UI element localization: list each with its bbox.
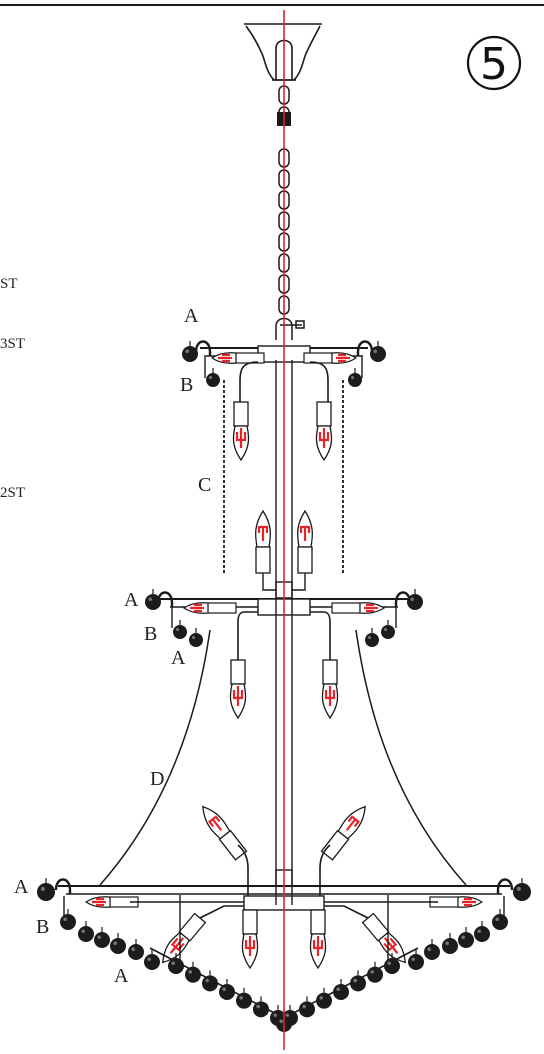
label-tier2-a2: A	[171, 647, 186, 669]
crystal-drop	[370, 341, 386, 362]
crystal-drop	[236, 987, 252, 1009]
partial-label-3: 2ST	[0, 485, 25, 501]
candle-bulb-side	[429, 896, 484, 908]
step-badge: 5	[466, 35, 522, 91]
label-chain-c: C	[198, 474, 211, 496]
tier1-bent-arms	[239, 361, 329, 402]
crystal-drop	[333, 979, 349, 1000]
crystal-drop	[350, 970, 366, 992]
tier3-angled-bulb-right	[320, 805, 366, 861]
crystal-drop	[185, 961, 201, 983]
crystal-drop	[381, 620, 395, 639]
candle-bulb-down	[361, 912, 407, 964]
hook-arm	[54, 878, 72, 894]
tier2-bent-arms	[237, 611, 331, 660]
crystal-drop	[110, 933, 126, 954]
tier3-lower-bulb-right	[361, 912, 407, 964]
label-tier1-a: A	[184, 305, 199, 327]
crystal-drop	[513, 878, 531, 901]
crystal-drop	[474, 921, 490, 942]
strand-d	[99, 629, 467, 886]
crystal-drop	[168, 953, 184, 974]
crystal-drop	[37, 878, 55, 901]
partial-label-2: 3ST	[0, 336, 25, 352]
candle-bulb-side	[303, 352, 358, 364]
crystal-drop	[407, 589, 423, 610]
crystal-drop	[78, 921, 94, 942]
crystal-drop	[492, 909, 508, 930]
drop-chain-c	[223, 380, 344, 575]
tier3-drop-rods	[63, 895, 505, 960]
candle-bulb-side	[331, 602, 386, 614]
candle-bulb	[202, 805, 248, 861]
candle-bulb	[296, 509, 314, 574]
crystal-drop	[408, 949, 424, 970]
center-tube	[275, 360, 293, 905]
ceiling-canopy	[244, 23, 322, 81]
label-strand-d: D	[150, 768, 164, 790]
crystal-drop	[182, 341, 198, 362]
tier2-upright-arms	[262, 573, 306, 591]
candle-bulb-down	[161, 912, 207, 964]
crystal-drop	[219, 979, 235, 1000]
crystal-drop	[316, 987, 332, 1009]
crystal-drop	[60, 909, 76, 930]
crystal-drop	[348, 368, 362, 387]
step-number: 5	[480, 39, 508, 90]
tier1-drop-rods	[204, 355, 363, 378]
partial-label-1: ST	[0, 276, 18, 292]
crystal-drop	[144, 949, 160, 970]
hook-arm	[356, 340, 374, 356]
chain-hook	[275, 317, 305, 340]
crystal-drop	[365, 628, 379, 647]
crystal-drop	[458, 927, 474, 948]
tier3-lower-bulb-left	[161, 912, 207, 964]
candle-bulb-down	[232, 401, 250, 462]
crystal-drop	[299, 996, 315, 1018]
crystal-drop	[253, 996, 269, 1018]
crystal-drop	[384, 953, 400, 974]
label-tier3-a2: A	[114, 965, 129, 987]
candle-bulb-down	[229, 659, 247, 720]
candle-bulb-down	[309, 909, 327, 970]
candle-bulb-down	[321, 659, 339, 720]
hook-arm	[194, 340, 212, 356]
label-tier1-b: B	[180, 374, 193, 396]
crystal-drop	[189, 628, 203, 647]
label-tier3-b: B	[36, 916, 49, 938]
crystal-drop	[367, 961, 383, 983]
label-tier2-a: A	[124, 589, 139, 611]
crystal-drop	[206, 368, 220, 387]
tier3-diagonal-arms	[199, 905, 369, 919]
crystal-drop	[173, 620, 187, 639]
candle-bulb-down	[315, 401, 333, 462]
hook-arm	[496, 878, 514, 894]
tier3-angled-bulb-left	[202, 805, 248, 861]
crystal-drop	[424, 939, 440, 960]
crystal-drop	[128, 939, 144, 960]
crystal-drop	[145, 589, 161, 610]
crystal-drop	[442, 933, 458, 954]
candle-bulb	[254, 509, 272, 574]
candle-bulb-side	[84, 896, 139, 908]
label-tier3-a: A	[14, 876, 29, 898]
tier2-drop-rods	[171, 606, 397, 628]
candle-bulb-side	[182, 602, 237, 614]
crystal-drop	[202, 970, 218, 992]
candle-bulb	[320, 805, 366, 861]
label-tier2-b: B	[144, 623, 157, 645]
candle-bulb-down	[241, 909, 259, 970]
crystal-drop	[94, 927, 110, 948]
tier3-angled-arms	[237, 844, 331, 896]
